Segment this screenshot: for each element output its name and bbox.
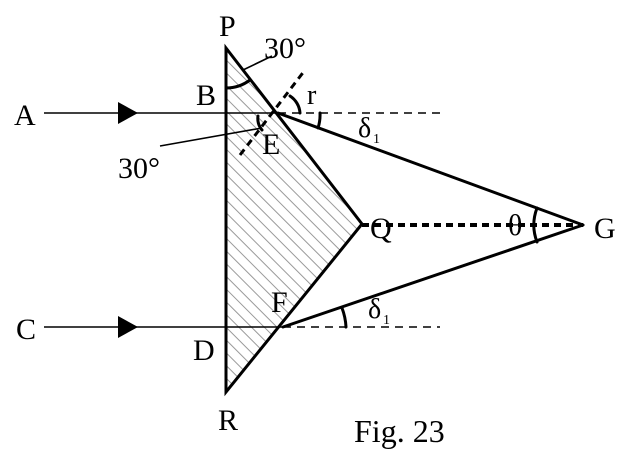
- label-G: G: [594, 212, 616, 245]
- label-delta-bottom-sub: 1: [383, 313, 390, 328]
- figure-caption: Fig. 23: [354, 413, 445, 449]
- arrow-head-top: [118, 102, 138, 124]
- arc-r: [288, 94, 302, 115]
- label-delta-top-sub: 1: [373, 132, 380, 147]
- label-theta: θ: [508, 209, 522, 242]
- arc-delta-top: [316, 111, 322, 130]
- label-delta-bottom: δ: [368, 294, 381, 325]
- label-B: B: [196, 79, 216, 112]
- label-D: D: [193, 334, 215, 367]
- label-angle-top: 30°: [264, 32, 306, 65]
- label-r: r: [307, 80, 317, 111]
- normal-at-E: [238, 69, 307, 156]
- emergent-ray-bottom: [281, 223, 585, 329]
- label-P: P: [219, 10, 236, 43]
- arc-theta: [532, 206, 539, 244]
- label-Q: Q: [370, 212, 392, 245]
- label-E: E: [262, 128, 280, 161]
- label-F: F: [271, 286, 288, 319]
- arc-delta-bottom: [340, 306, 348, 329]
- prism-body: [224, 43, 364, 397]
- label-C: C: [16, 313, 36, 346]
- label-A: A: [14, 99, 36, 132]
- arc-apex-30: [224, 78, 252, 90]
- emergent-ray-top: [276, 111, 585, 227]
- arc-left-30: [256, 114, 264, 132]
- leader-apex: [242, 55, 273, 71]
- label-angle-left: 30°: [118, 152, 160, 185]
- label-delta-top: δ: [358, 113, 371, 144]
- arrow-head-bottom: [118, 316, 138, 338]
- label-R: R: [218, 404, 238, 437]
- leader-left: [159, 127, 263, 147]
